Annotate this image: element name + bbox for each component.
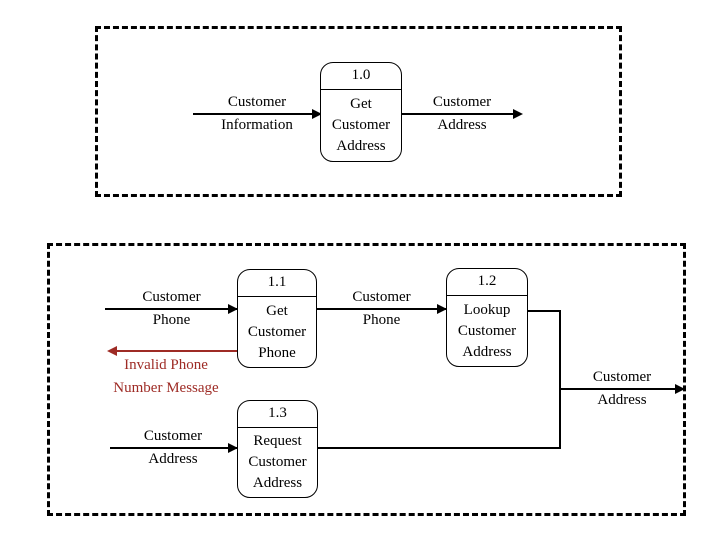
process-1-0-label-line-2: Customer — [331, 117, 391, 133]
flow-label-line-1: Customer — [142, 289, 201, 305]
flow-line-level1-customer-address-out — [559, 388, 681, 390]
flow-label-line-2: Number Message — [113, 380, 219, 396]
arrowhead-customer-phone-in — [228, 304, 238, 314]
process-1-3[interactable]: 1.3 Request Customer Address — [237, 400, 318, 498]
flow-label-invalid-phone-message: Invalid Phone Number Message — [92, 354, 240, 399]
process-1-3-label: Request Customer Address — [238, 428, 317, 497]
process-1-2[interactable]: 1.2 Lookup Customer Address — [446, 268, 528, 367]
arrowhead-customer-information — [312, 109, 322, 119]
arrowhead-context-customer-address — [513, 109, 523, 119]
flow-label-customer-phone-in: Customer Phone — [105, 286, 238, 331]
flow-label-line-2: Information — [221, 117, 293, 133]
process-1-0-label-line-3: Address — [336, 138, 386, 154]
flow-label-level1-customer-address-out: Customer Address — [562, 366, 682, 411]
process-1-0-id: 1.0 — [321, 63, 401, 90]
process-1-1-id: 1.1 — [238, 270, 316, 297]
process-1-1-label-line-3: Phone — [258, 344, 296, 361]
process-1-0-label: Get Customer Address — [321, 90, 401, 161]
flow-line-invalid-phone-message — [117, 350, 238, 352]
flow-label-line-1: Customer — [143, 428, 203, 444]
level-1-boundary — [47, 243, 686, 516]
flow-label-line-1: Customer — [432, 94, 492, 110]
flow-label-line-2: Address — [597, 392, 647, 408]
flow-label-line-1: Customer — [352, 289, 411, 305]
process-1-3-label-line-1: Request — [253, 433, 302, 449]
flow-label-line-2: Address — [148, 451, 198, 467]
process-1-2-id: 1.2 — [447, 269, 527, 296]
arrowhead-customer-phone-to-lookup — [437, 304, 447, 314]
process-1-3-label-line-2: Customer — [248, 454, 307, 470]
flow-label-line-2: Phone — [152, 312, 191, 328]
flow-line-merge-bus — [559, 310, 561, 449]
process-1-1-label-line-2: Customer — [247, 323, 307, 340]
flow-label-customer-information: Customer Information — [193, 91, 321, 136]
arrowhead-customer-address-in — [228, 443, 238, 453]
flow-line-request-to-merge — [318, 447, 561, 449]
arrowhead-level1-customer-address-out — [675, 384, 685, 394]
flow-label-customer-phone-to-lookup: Customer Phone — [317, 286, 446, 331]
flow-line-lookup-to-merge — [528, 310, 561, 312]
process-1-1-label-line-1: Get — [266, 302, 288, 319]
process-1-2-label-line-2: Customer — [457, 322, 517, 339]
flow-label-customer-address-in: Customer Address — [108, 425, 238, 470]
process-1-2-label-line-1: Lookup — [463, 301, 511, 318]
flow-label-line-2: Address — [437, 117, 487, 133]
process-1-0[interactable]: 1.0 Get Customer Address — [320, 62, 402, 162]
flow-label-line-2: Phone — [362, 312, 401, 328]
process-1-1[interactable]: 1.1 Get Customer Phone — [237, 269, 317, 368]
flow-label-context-customer-address: Customer Address — [404, 91, 520, 136]
flow-line-customer-information — [193, 113, 321, 115]
flow-label-line-1: Customer — [227, 94, 287, 110]
process-1-2-label-line-3: Address — [462, 343, 512, 360]
flow-line-customer-phone-in — [105, 308, 238, 310]
arrowhead-invalid-phone-message — [107, 346, 117, 356]
process-1-3-id: 1.3 — [238, 401, 317, 428]
flow-line-context-customer-address — [402, 113, 518, 115]
flow-label-line-1: Invalid Phone — [124, 357, 208, 373]
process-1-1-label: Get Customer Phone — [238, 297, 316, 367]
process-1-0-label-line-1: Get — [350, 96, 372, 112]
context-boundary — [95, 26, 622, 197]
flow-line-customer-phone-to-lookup — [317, 308, 446, 310]
flow-line-customer-address-in — [110, 447, 238, 449]
process-1-3-label-line-3: Address — [252, 475, 303, 491]
process-1-2-label: Lookup Customer Address — [447, 296, 527, 366]
flow-label-line-1: Customer — [592, 369, 652, 385]
